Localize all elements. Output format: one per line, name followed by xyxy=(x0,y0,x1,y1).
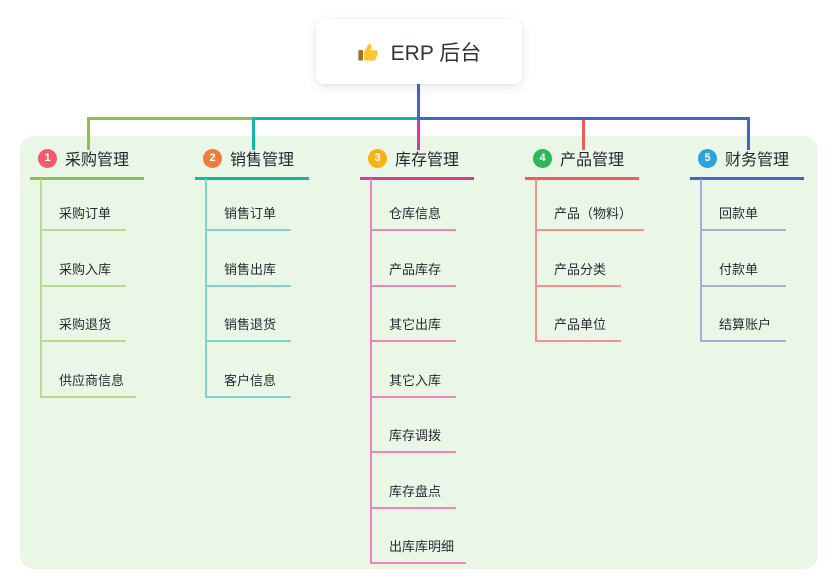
branch-children: 仓库信息 产品库存 其它出库 其它入库 库存调拨 库存盘点 出库库明细 xyxy=(370,179,467,564)
child-topic-label: 出库库明细 xyxy=(389,539,455,554)
branch-number-badge: 2 xyxy=(203,148,222,168)
child-topic-label: 库存盘点 xyxy=(389,483,442,499)
branch: 2 销售管理 销售订单 销售出库 销售退货 客户信息 xyxy=(195,146,355,398)
branch-children: 产品（物料） 产品分类 产品单位 xyxy=(535,179,645,342)
child-topic-label: 产品分类 xyxy=(554,261,607,277)
child-topic-label: 采购订单 xyxy=(59,206,112,221)
child-topic[interactable]: 销售退货 xyxy=(207,287,291,342)
child-topic-label: 回款单 xyxy=(719,206,759,221)
branch-topic[interactable]: 2 销售管理 xyxy=(195,146,309,180)
root-title: ERP 后台 xyxy=(390,41,482,65)
child-topic[interactable]: 结算账户 xyxy=(702,287,786,342)
child-topic-label: 产品库存 xyxy=(389,261,442,277)
child-topic[interactable]: 产品分类 xyxy=(537,231,621,287)
child-topic[interactable]: 仓库信息 xyxy=(372,179,456,231)
branch: 1 采购管理 采购订单 采购入库 采购退货 供应商信息 xyxy=(30,146,190,398)
branch-connector-drop xyxy=(582,117,585,150)
child-topic-label: 产品单位 xyxy=(554,317,607,332)
child-topic[interactable]: 客户信息 xyxy=(207,342,291,398)
child-topic-label: 结算账户 xyxy=(719,317,772,332)
branch-topic-label: 采购管理 xyxy=(65,152,130,169)
child-topic[interactable]: 采购退货 xyxy=(42,287,126,342)
branch-number-badge: 5 xyxy=(698,148,717,168)
child-topic[interactable]: 采购入库 xyxy=(42,231,126,287)
child-topic-label: 采购退货 xyxy=(59,317,112,332)
branch: 3 库存管理 仓库信息 产品库存 其它出库 其它入库 库存调拨 库存盘点 出库库… xyxy=(360,146,520,564)
branch-connector-horizontal xyxy=(252,117,422,120)
branch-children: 采购订单 采购入库 采购退货 供应商信息 xyxy=(40,179,137,398)
branch: 4 产品管理 产品（物料） 产品分类 产品单位 xyxy=(525,146,685,342)
mindmap-panel xyxy=(20,136,818,569)
branch-topic[interactable]: 5 财务管理 xyxy=(690,146,804,180)
child-topic-label: 供应商信息 xyxy=(59,372,125,388)
child-topic-label: 库存调拨 xyxy=(389,428,442,443)
thumbs-up-icon xyxy=(357,40,381,64)
root-node[interactable]: ERP 后台 xyxy=(316,19,522,84)
branch-topic[interactable]: 4 产品管理 xyxy=(525,146,639,180)
child-topic-label: 仓库信息 xyxy=(389,206,442,221)
child-topic-label: 产品（物料） xyxy=(554,206,633,221)
child-topic[interactable]: 销售订单 xyxy=(207,179,291,231)
branch-connector-drop xyxy=(747,117,750,150)
branch-connector-horizontal xyxy=(419,117,750,120)
child-topic-label: 销售退货 xyxy=(224,317,277,332)
branch-number-badge: 4 xyxy=(533,148,552,168)
branch: 5 财务管理 回款单 付款单 结算账户 xyxy=(690,146,839,342)
branch-topic[interactable]: 1 采购管理 xyxy=(30,146,144,180)
child-topic[interactable]: 供应商信息 xyxy=(42,342,137,398)
branch-connector-drop xyxy=(417,117,420,150)
child-topic-label: 采购入库 xyxy=(59,261,112,277)
child-topic-label: 其它出库 xyxy=(389,317,442,332)
child-topic[interactable]: 付款单 xyxy=(702,231,786,287)
child-topic[interactable]: 采购订单 xyxy=(42,179,126,231)
branch-connector-drop xyxy=(87,117,90,150)
branch-number-badge: 1 xyxy=(38,148,57,168)
child-topic-label: 其它入库 xyxy=(389,372,442,388)
branch-connector-drop xyxy=(252,117,255,150)
child-topic-label: 销售出库 xyxy=(224,261,277,277)
child-topic[interactable]: 产品（物料） xyxy=(537,179,645,231)
child-topic[interactable]: 产品库存 xyxy=(372,231,456,287)
branch-children: 销售订单 销售出库 销售退货 客户信息 xyxy=(205,179,291,398)
branch-topic-label: 产品管理 xyxy=(560,152,625,169)
root-connector xyxy=(417,84,420,120)
child-topic[interactable]: 其它入库 xyxy=(372,342,456,398)
child-topic[interactable]: 库存调拨 xyxy=(372,398,456,453)
child-topic-label: 付款单 xyxy=(719,261,759,277)
branch-number-badge: 3 xyxy=(368,148,387,168)
child-topic[interactable]: 回款单 xyxy=(702,179,786,231)
child-topic[interactable]: 销售出库 xyxy=(207,231,291,287)
child-topic[interactable]: 产品单位 xyxy=(537,287,621,342)
child-topic[interactable]: 出库库明细 xyxy=(372,509,467,564)
child-topic-label: 销售订单 xyxy=(224,206,277,221)
branch-children: 回款单 付款单 结算账户 xyxy=(700,179,786,342)
branch-topic-label: 销售管理 xyxy=(230,152,295,169)
branch-topic[interactable]: 3 库存管理 xyxy=(360,146,474,180)
child-topic-label: 客户信息 xyxy=(224,372,277,388)
branch-topic-label: 库存管理 xyxy=(395,152,460,169)
child-topic[interactable]: 其它出库 xyxy=(372,287,456,342)
child-topic[interactable]: 库存盘点 xyxy=(372,453,456,509)
branch-topic-label: 财务管理 xyxy=(725,152,790,169)
